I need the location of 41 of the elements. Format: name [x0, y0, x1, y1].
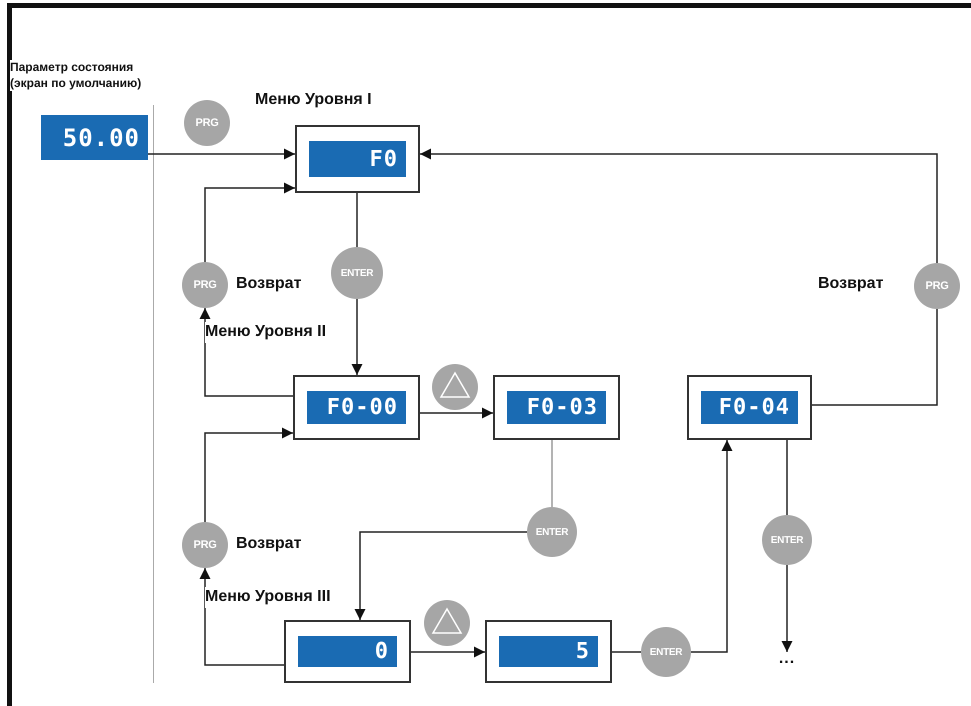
key-button: ENTER [762, 515, 812, 565]
key-button: PRG [914, 263, 960, 309]
display-panel [493, 375, 620, 440]
connector-line [786, 440, 788, 515]
display-readout: F0 [309, 141, 406, 177]
arrow [204, 428, 293, 522]
display-panel [284, 620, 411, 683]
display-panel [295, 125, 420, 193]
display-panel [293, 375, 420, 440]
display-panel [687, 375, 812, 440]
connector-line [812, 309, 938, 406]
key-button: PRG [182, 262, 228, 308]
connector-line [551, 440, 553, 507]
level-heading: Меню Уровня II [205, 322, 326, 343]
arrow [200, 308, 293, 397]
key-button: ENTER [527, 507, 577, 557]
arrow [411, 646, 485, 658]
key-button: ENTER [331, 247, 383, 299]
key-button: PRG [182, 522, 228, 568]
arrow [782, 565, 792, 652]
key-button: PRG [184, 100, 230, 146]
arrow [200, 568, 284, 666]
ellipsis-text: ... [772, 652, 802, 672]
arrow [354, 531, 527, 620]
display-readout: F0-04 [701, 391, 798, 424]
connector-line [612, 651, 641, 653]
display-readout: 50.00 [41, 115, 148, 160]
display-readout: 0 [298, 636, 397, 667]
arrow [691, 440, 732, 653]
display-readout: F0-03 [507, 391, 606, 424]
level-heading: Меню Уровня III [205, 587, 331, 608]
connector-line [356, 193, 358, 247]
key-button: ENTER [641, 627, 691, 677]
display-panel [485, 620, 612, 683]
arrow [420, 408, 493, 418]
display-readout: F0-00 [307, 391, 406, 424]
arrow [420, 148, 938, 263]
arrow [204, 182, 295, 262]
arrow [352, 299, 362, 375]
arrow [148, 148, 295, 160]
display-readout: 5 [499, 636, 598, 667]
